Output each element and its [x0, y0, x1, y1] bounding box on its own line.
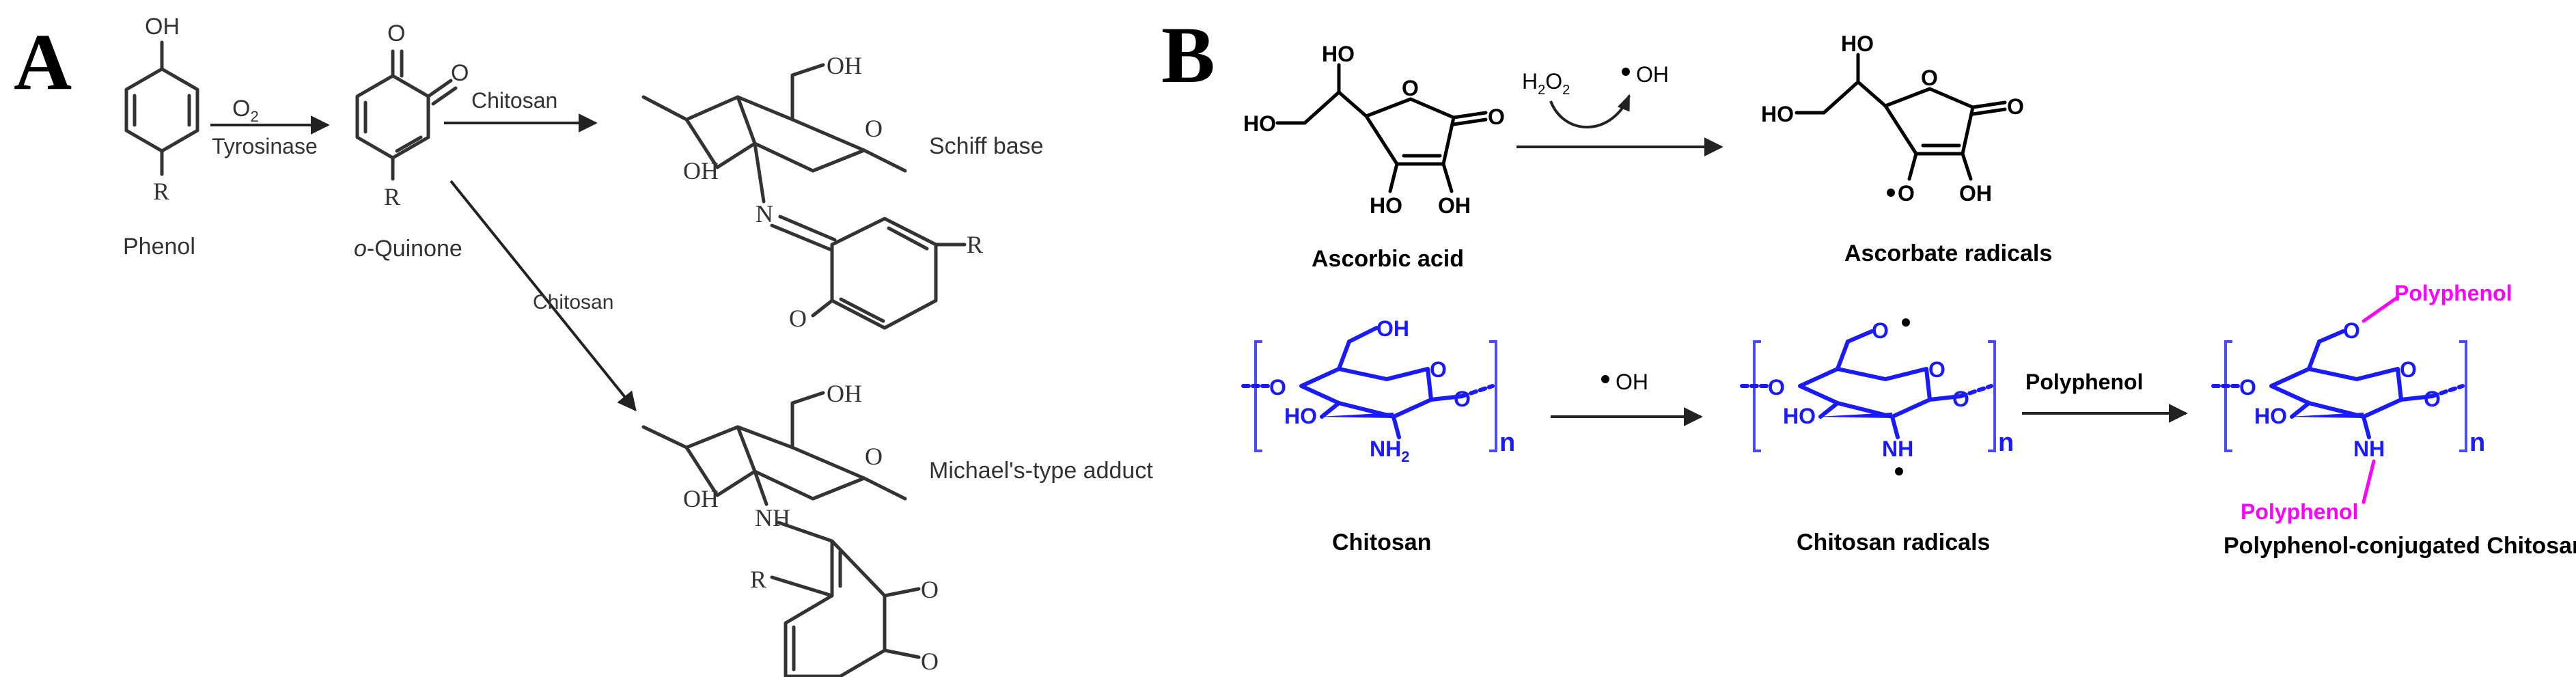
schiff-oh-top-label: OH: [827, 52, 862, 79]
michael-nh-label: NH: [755, 504, 790, 531]
ascorbate-arrow: H2O2 OH: [1516, 62, 1723, 156]
phenol-name: Phenol: [123, 234, 195, 260]
schiff-n-label: N: [756, 200, 773, 227]
tyrosinase-arrow: O2 Tyrosinase: [210, 96, 330, 158]
chir-nh-label: NH: [1882, 437, 1913, 461]
quinone-o2-label: O: [451, 60, 469, 86]
schiff-ring-o-label: O: [865, 115, 883, 142]
schiff-oh-left-label: OH: [683, 157, 719, 184]
chir-o-left-label: O: [1768, 375, 1785, 400]
quinone-r-label: R: [384, 183, 400, 210]
schiff-base-name: Schiff base: [929, 133, 1044, 159]
pc-nh-label: NH: [2353, 437, 2385, 461]
asc-ho-bottom-label: HO: [1370, 193, 1402, 218]
phenol-oh-label: OH: [145, 14, 180, 40]
chi-n-label: n: [1499, 428, 1515, 457]
michael-oh-top-label: OH: [827, 380, 862, 407]
michael-arrow: Chitosan: [449, 180, 637, 412]
ascorbic-acid-name: Ascorbic acid: [1312, 246, 1464, 272]
chir-o-label: O: [1872, 318, 1889, 343]
phenol-structure: OH R Phenol: [123, 14, 199, 260]
ascr-ho-left-label: HO: [1761, 102, 1794, 126]
chi-nh2-label: NH2: [1370, 437, 1409, 465]
pc-ring-o-label: O: [2400, 357, 2417, 382]
asc-carbonyl-o-label: O: [1488, 105, 1505, 129]
oh-radical-label: OH: [1636, 62, 1669, 87]
chir-n-label: n: [1998, 428, 2014, 457]
michael-ring-o-label: O: [865, 443, 883, 470]
polyphenol-arrow-label: Polyphenol: [2025, 370, 2143, 394]
asc-ho-top-label: HO: [1322, 42, 1355, 66]
pc-n-label: n: [2469, 428, 2485, 457]
o-quinone-structure: O O R o-Quinone: [354, 20, 469, 262]
chitosan-lower-label: Chitosan: [533, 291, 613, 314]
o-quinone-name: o-Quinone: [354, 236, 462, 262]
chitosan-structure: OH HO O O O NH2 n Chitosan: [1241, 316, 1515, 555]
schiff-base-structure: OH OH O N O R Schiff base: [641, 52, 1044, 332]
chitosan-radical-arrow: OH: [1551, 370, 1703, 426]
michael-adduct-name: Michael's-type adduct: [929, 458, 1153, 484]
chi-oh-top-label: OH: [1376, 316, 1409, 341]
panel-a-label: A: [14, 17, 72, 107]
michael-r-label: R: [750, 566, 766, 593]
panel-b: B HO HO O O HO OH Ascorbic acid H2O2 OH: [1161, 10, 2576, 559]
pc-o-label: O: [2343, 318, 2360, 343]
chi-o-right-label: O: [1454, 387, 1471, 411]
michael-oh-left-label: OH: [683, 485, 719, 512]
chi-ho-left-label: HO: [1284, 404, 1317, 428]
oh-radical2-label: OH: [1616, 370, 1648, 394]
asc-oh-bottom-label: OH: [1438, 193, 1471, 218]
pc-polyphenol-bottom-label: Polyphenol: [2241, 499, 2358, 524]
chir-ho-left-label: HO: [1783, 404, 1816, 428]
chir-ring-o-label: O: [1928, 357, 1945, 382]
chi-o-left-label: O: [1269, 375, 1286, 400]
michael-adduct-structure: OH OH O NH R O O Michael's-type adduct: [641, 380, 1153, 677]
o2-label: O2: [232, 96, 259, 125]
h2o2-label: H2O2: [1522, 69, 1570, 98]
panel-a: A OH R Phenol O2 Tyrosinase: [14, 14, 1153, 677]
ascr-carbonyl-o-label: O: [2007, 94, 2024, 119]
ascr-ho-top-label: HO: [1841, 31, 1874, 56]
chitosan-radical-structure: O HO O O O NH n Chitosan radicals: [1740, 318, 2014, 555]
chitosan-radicals-name: Chitosan radicals: [1797, 529, 1990, 555]
chir-o-right-label: O: [1952, 387, 1969, 411]
ascorbate-radical-structure: HO HO O O O OH Ascorbate radicals: [1761, 31, 2052, 266]
ascr-o-radical-label: O: [1898, 181, 1915, 206]
ascorbate-radicals-name: Ascorbate radicals: [1844, 240, 2052, 266]
pc-ho-left-label: HO: [2254, 404, 2287, 428]
schiff-arrow: Chitosan: [444, 88, 598, 133]
ascr-ring-o-label: O: [1921, 66, 1938, 90]
polyphenol-chitosan-name: Polyphenol-conjugated Chitosan: [2224, 533, 2576, 559]
polyphenol-arrow: Polyphenol: [2022, 370, 2188, 423]
polyphenol-chitosan-structure: Polyphenol O HO O O O NH n Polyphenol Po…: [2211, 281, 2576, 559]
chitosan-name: Chitosan: [1332, 529, 1431, 555]
phenol-r-label: R: [153, 178, 169, 205]
pc-o-right-label: O: [2424, 387, 2441, 411]
asc-ring-o-label: O: [1402, 76, 1419, 100]
tyrosinase-label: Tyrosinase: [212, 134, 318, 158]
chi-ring-o-label: O: [1430, 357, 1447, 382]
chitosan-upper-label: Chitosan: [471, 88, 557, 113]
ascr-oh-bottom-label: OH: [1959, 181, 1992, 206]
ascorbic-acid-structure: HO HO O O HO OH Ascorbic acid: [1243, 42, 1505, 272]
pc-o-left-label: O: [2239, 375, 2256, 400]
quinone-o1-label: O: [387, 20, 405, 46]
pc-polyphenol-top-label: Polyphenol: [2394, 281, 2512, 305]
michael-o2-label: O: [921, 648, 939, 675]
schiff-r-label: R: [967, 231, 983, 258]
schiff-o-label: O: [789, 305, 807, 332]
panel-b-label: B: [1161, 10, 1215, 100]
michael-o1-label: O: [921, 576, 939, 603]
asc-ho-left-label: HO: [1243, 111, 1276, 136]
